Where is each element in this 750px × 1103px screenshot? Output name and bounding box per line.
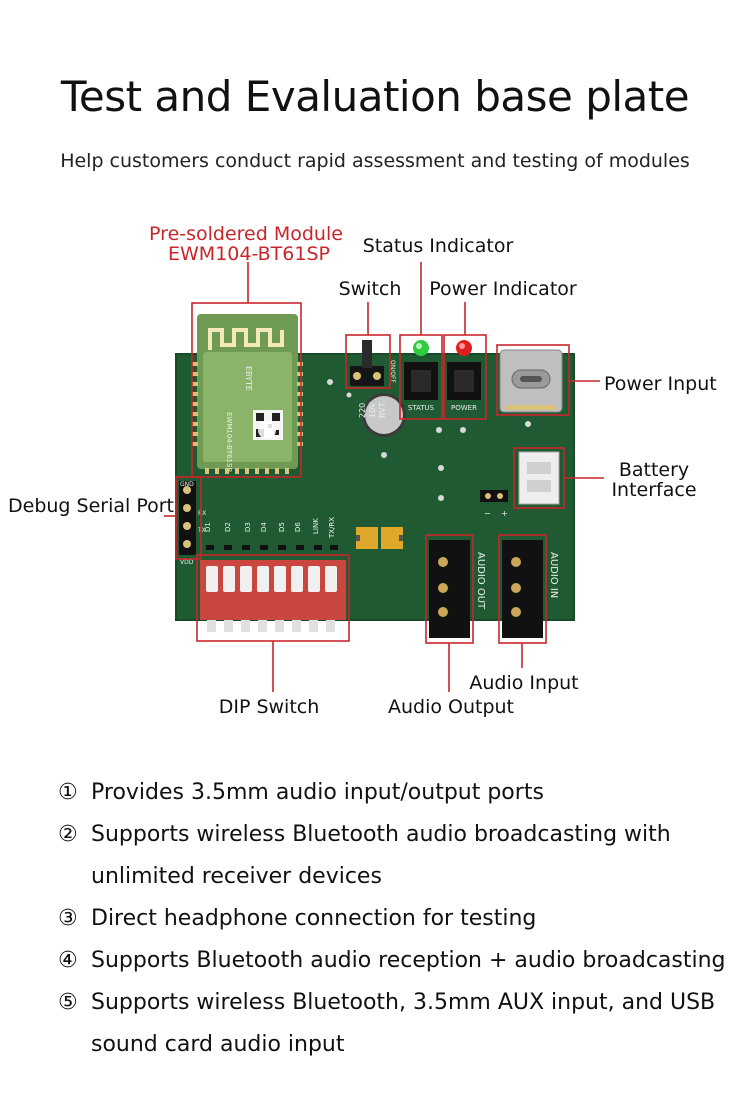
page-title: Test and Evaluation base plate [60, 72, 690, 121]
audio-out-jack: AUDIO OUT [429, 540, 486, 638]
d3-silk: D3 [244, 522, 252, 532]
switch-label: Switch [339, 278, 402, 300]
dip-switch-label: DIP Switch [219, 696, 320, 718]
link-silk: LINK [312, 518, 320, 534]
battery-label-line2: Interface [611, 479, 696, 501]
power-silk: POWER [451, 404, 477, 412]
audio-input-label: Audio Input [469, 672, 578, 694]
d2-silk: D2 [224, 522, 232, 532]
debug-serial-port-label: Debug Serial Port [8, 495, 174, 517]
cap-silk-1: 220 [358, 403, 367, 418]
cap-silk-3: RVT [378, 402, 387, 418]
battery-connector: − + [480, 451, 560, 518]
audio-in-jack: AUDIO IN [502, 540, 559, 638]
dip-switch [200, 560, 346, 632]
vdd-silk: VDD [180, 559, 194, 566]
d1-silk: D1 [204, 522, 212, 532]
battery-minus-silk: − [484, 509, 491, 518]
battery-plus-silk: + [501, 509, 508, 518]
d6-silk: D6 [294, 522, 302, 532]
power-input-label: Power Input [604, 373, 717, 395]
audio-in-silk: AUDIO IN [548, 552, 559, 598]
d4-silk: D4 [260, 522, 268, 532]
module-callout-box [191, 302, 302, 478]
d5-silk: D5 [278, 522, 286, 532]
status-led-assembly: STATUS [404, 340, 438, 412]
power-indicator-label: Power Indicator [429, 278, 577, 300]
debug-callout-box [175, 476, 202, 560]
cap-silk-2: 10V [368, 402, 377, 418]
txrx-silk: TX/RX [328, 517, 336, 539]
power-led-assembly: POWER [447, 340, 481, 412]
antenna-trace-icon [208, 328, 284, 350]
board-diagram: EWM104-BT61SP EBYTE ON/OFF 220 10V RVT [8, 223, 717, 718]
battery-label-line1: Battery [619, 459, 689, 481]
module-callout-line1: Pre-soldered Module [149, 223, 343, 245]
power-input-callout-box [496, 344, 570, 416]
capacitor: 220 10V RVT [358, 393, 406, 437]
usb-c-port [499, 349, 563, 413]
power-switch: ON/OFF [350, 340, 396, 386]
module-callout-line2: EWM104-BT61SP [168, 243, 330, 265]
bluetooth-module: EWM104-BT61SP EBYTE [192, 314, 303, 474]
module-brand-silk: EBYTE [244, 366, 253, 391]
switch-silk: ON/OFF [389, 360, 396, 383]
audio-out-silk: AUDIO OUT [475, 552, 486, 610]
status-indicator-label: Status Indicator [363, 235, 514, 257]
status-silk: STATUS [408, 404, 435, 412]
audio-output-label: Audio Output [388, 696, 514, 718]
led-row-silk: D1 D2 D3 D4 D5 D6 LINK TX/RX [204, 517, 336, 539]
rx-silk: RX [198, 510, 206, 517]
module-model-silk: EWM104-BT61SP [225, 412, 233, 472]
gnd-silk: GND [180, 481, 194, 488]
page-subtitle: Help customers conduct rapid assessment … [60, 150, 690, 172]
